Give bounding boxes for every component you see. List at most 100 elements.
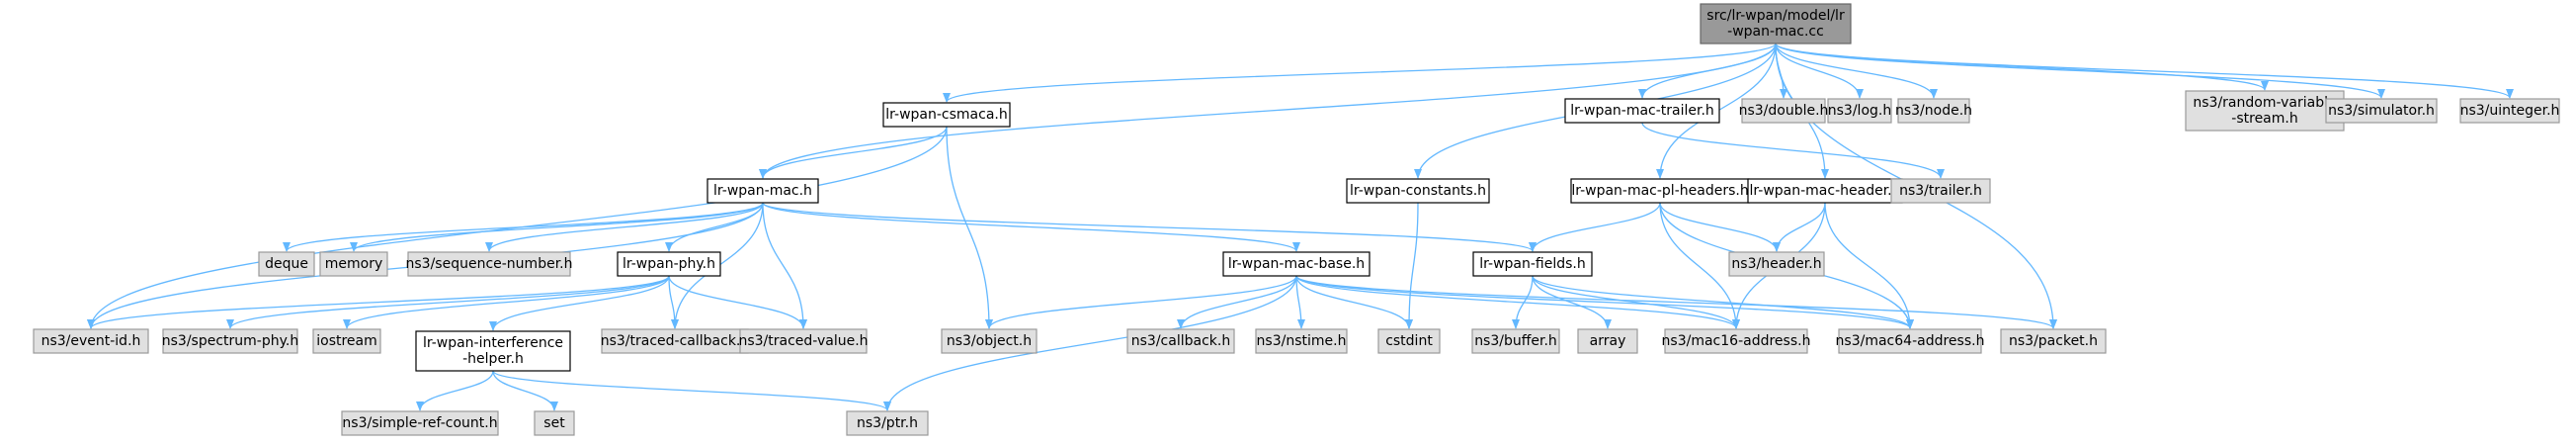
edge-root-to-log bbox=[1775, 43, 1864, 99]
node-box bbox=[1346, 178, 1490, 204]
node-box bbox=[1890, 178, 1991, 204]
node-label: ns3/spectrum-phy.h bbox=[162, 333, 298, 349]
node-phy[interactable]: lr-wpan-phy.h bbox=[617, 251, 721, 277]
node-label: ns3/packet.h bbox=[2009, 333, 2098, 349]
node-box bbox=[312, 328, 381, 354]
node-box bbox=[162, 328, 298, 354]
edge-mac_header-to-header bbox=[1773, 202, 1826, 252]
edge-mac_h-to-traced_val bbox=[762, 202, 807, 329]
node-simulator: ns3/simulator.h bbox=[2325, 98, 2438, 124]
node-interference[interactable]: lr-wpan-interference-helper.h bbox=[415, 330, 571, 372]
edge-mac_base-to-mac64 bbox=[1295, 275, 1914, 329]
node-label: -helper.h bbox=[462, 351, 524, 367]
edge-phy-to-traced_cb bbox=[668, 275, 679, 329]
node-label: ns3/simple-ref-count.h bbox=[342, 415, 497, 431]
node-label: set bbox=[543, 415, 565, 431]
node-label: ns3/random-variable bbox=[2193, 95, 2336, 111]
edge-phy-to-interference bbox=[489, 275, 670, 331]
edge-phy-to-event_id bbox=[87, 275, 670, 329]
edge-interference-to-simple_ref bbox=[416, 370, 494, 411]
edge-phy-to-iostream bbox=[343, 275, 670, 329]
node-box bbox=[2459, 98, 2560, 124]
edge-csmaca-to-mac_h bbox=[759, 126, 948, 179]
node-label: lr-wpan-interference bbox=[423, 335, 563, 351]
node-box bbox=[1747, 178, 1903, 204]
node-box bbox=[1472, 251, 1593, 277]
node-box bbox=[1827, 98, 1892, 124]
node-label: -wpan-mac.cc bbox=[1727, 24, 1824, 40]
edge-pl_headers-to-mac16 bbox=[1659, 202, 1740, 329]
edge-mac_trailer-to-trailer bbox=[1641, 122, 1945, 179]
node-label: ns3/nstime.h bbox=[1257, 333, 1347, 349]
node-callback: ns3/callback.h bbox=[1126, 328, 1235, 354]
node-traced-val: ns3/traced-value.h bbox=[738, 328, 869, 354]
node-double: ns3/double.h bbox=[1739, 98, 1828, 124]
node-box bbox=[1570, 178, 1750, 204]
node-box bbox=[1564, 98, 1720, 124]
edge-mac_base-to-cstdint bbox=[1295, 275, 1413, 329]
node-fields[interactable]: lr-wpan-fields.h bbox=[1472, 251, 1593, 277]
node-cstdint: cstdint bbox=[1377, 328, 1441, 354]
node-mac-header[interactable]: lr-wpan-mac-header.h bbox=[1747, 178, 1903, 204]
edge-fields-to-array bbox=[1532, 275, 1612, 329]
edge-constants-to-cstdint bbox=[1405, 202, 1419, 329]
node-box bbox=[1897, 98, 1970, 124]
node-csmaca[interactable]: lr-wpan-csmaca.h bbox=[882, 102, 1011, 128]
edge-root-to-mac_h bbox=[759, 43, 1777, 179]
node-header: ns3/header.h bbox=[1728, 251, 1825, 277]
edge-pl_headers-to-header bbox=[1659, 202, 1781, 252]
edge-mac_base-to-packet bbox=[1295, 275, 2057, 329]
node-root[interactable]: src/lr-wpan/model/lr-wpan-mac.cc bbox=[1700, 3, 1852, 45]
node-label: ns3/object.h bbox=[947, 333, 1032, 349]
node-mac-trailer[interactable]: lr-wpan-mac-trailer.h bbox=[1564, 98, 1720, 124]
node-label: iostream bbox=[316, 333, 377, 349]
node-label: ns3/buffer.h bbox=[1474, 333, 1557, 349]
node-box bbox=[1741, 98, 1826, 124]
node-node: ns3/node.h bbox=[1895, 98, 1972, 124]
node-log: ns3/log.h bbox=[1827, 98, 1892, 124]
node-set: set bbox=[534, 410, 575, 436]
node-box bbox=[1377, 328, 1441, 354]
node-mac64: ns3/mac64-address.h bbox=[1836, 328, 1984, 354]
node-label: ns3/simulator.h bbox=[2328, 103, 2435, 119]
node-box bbox=[601, 328, 749, 354]
node-label: ns3/log.h bbox=[1828, 103, 1891, 119]
node-label: array bbox=[1590, 333, 1626, 349]
node-label: memory bbox=[325, 256, 383, 272]
edge-phy-to-spectrum_phy bbox=[226, 275, 670, 329]
node-mac-base[interactable]: lr-wpan-mac-base.h bbox=[1222, 251, 1371, 277]
node-box bbox=[739, 328, 868, 354]
edge-root-to-simulator bbox=[1775, 43, 2385, 99]
node-event-id: ns3/event-id.h bbox=[33, 328, 149, 354]
node-constants[interactable]: lr-wpan-constants.h bbox=[1346, 178, 1490, 204]
node-box bbox=[1700, 3, 1852, 45]
node-box bbox=[2000, 328, 2107, 354]
node-box bbox=[534, 410, 575, 436]
node-mac16: ns3/mac16-address.h bbox=[1662, 328, 1810, 354]
edge-pl_headers-to-fields bbox=[1529, 202, 1661, 252]
node-simple-ref: ns3/simple-ref-count.h bbox=[341, 410, 499, 436]
node-label: ns3/header.h bbox=[1731, 256, 1821, 272]
node-box bbox=[1664, 328, 1808, 354]
edge-root-to-csmaca bbox=[943, 43, 1777, 103]
node-box bbox=[258, 251, 315, 277]
node-box bbox=[1577, 328, 1638, 354]
node-label: -stream.h bbox=[2231, 111, 2297, 127]
node-box bbox=[617, 251, 721, 277]
node-layer: src/lr-wpan/model/lr-wpan-mac.cc lr-wpan-… bbox=[33, 3, 2560, 436]
node-spectrum-phy: ns3/spectrum-phy.h bbox=[162, 328, 298, 354]
node-pl-headers[interactable]: lr-wpan-mac-pl-headers.h bbox=[1570, 178, 1750, 204]
node-box bbox=[941, 328, 1038, 354]
node-label: lr-wpan-mac.h bbox=[713, 183, 812, 199]
node-box bbox=[2185, 90, 2345, 132]
edge-root-to-node bbox=[1775, 43, 1938, 99]
edge-mac_base-to-callback bbox=[1177, 275, 1297, 329]
node-mac-h[interactable]: lr-wpan-mac.h bbox=[706, 178, 819, 204]
edge-mac_base-to-ptr bbox=[883, 275, 1297, 411]
edge-fields-to-mac64 bbox=[1532, 275, 1914, 329]
node-box bbox=[1728, 251, 1825, 277]
edge-fields-to-buffer bbox=[1512, 275, 1534, 329]
node-box bbox=[882, 102, 1011, 128]
node-box bbox=[1255, 328, 1348, 354]
